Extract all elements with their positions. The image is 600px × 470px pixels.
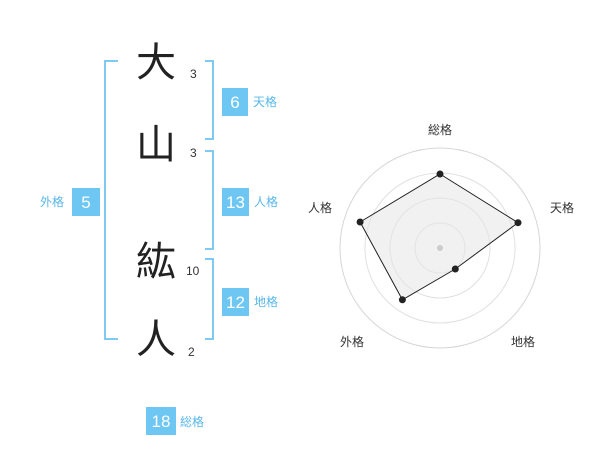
radar-point-3: [451, 265, 459, 273]
stroke-count-4: 2: [188, 345, 195, 359]
soukaku-label: 総格: [180, 415, 205, 429]
chikaku-label: 地格: [254, 295, 279, 309]
radar-axis-label-gaikaku: 外格: [340, 335, 365, 349]
radar-axis-label-soukaku: 総格: [428, 123, 453, 137]
stroke-count-2: 3: [190, 146, 197, 160]
gaikaku-label: 外格: [40, 195, 65, 209]
radar-ring: [339, 147, 541, 349]
jinkaku-value: 13: [222, 188, 249, 216]
radar-axis-label-tenkaku: 天格: [550, 201, 575, 215]
name-char-4: 人: [136, 317, 176, 363]
radar-point-4: [398, 296, 406, 304]
radar-point-2: [514, 219, 522, 227]
name-char-1: 大: [136, 40, 176, 86]
stroke-count-3: 10: [186, 264, 200, 278]
radar-axis-label-jinkaku: 人格: [308, 201, 333, 215]
tenkaku-label: 天格: [253, 95, 278, 109]
radar-point-1: [436, 170, 444, 178]
radar-center-dot: [437, 245, 443, 251]
jinkaku-label: 人格: [254, 195, 279, 209]
tenkaku-value: 6: [222, 88, 248, 116]
soukaku-value: 18: [146, 407, 176, 435]
gaikaku-value: 5: [72, 188, 100, 216]
radar-axis-label-chikaku: 地格: [511, 335, 536, 349]
radar-point-5: [356, 218, 364, 226]
chikaku-value: 12: [222, 288, 249, 316]
radar-polygon: [359, 173, 519, 301]
name-char-2: 山: [136, 122, 176, 168]
stroke-count-1: 3: [190, 67, 197, 81]
name-char-3: 紘: [136, 239, 176, 285]
